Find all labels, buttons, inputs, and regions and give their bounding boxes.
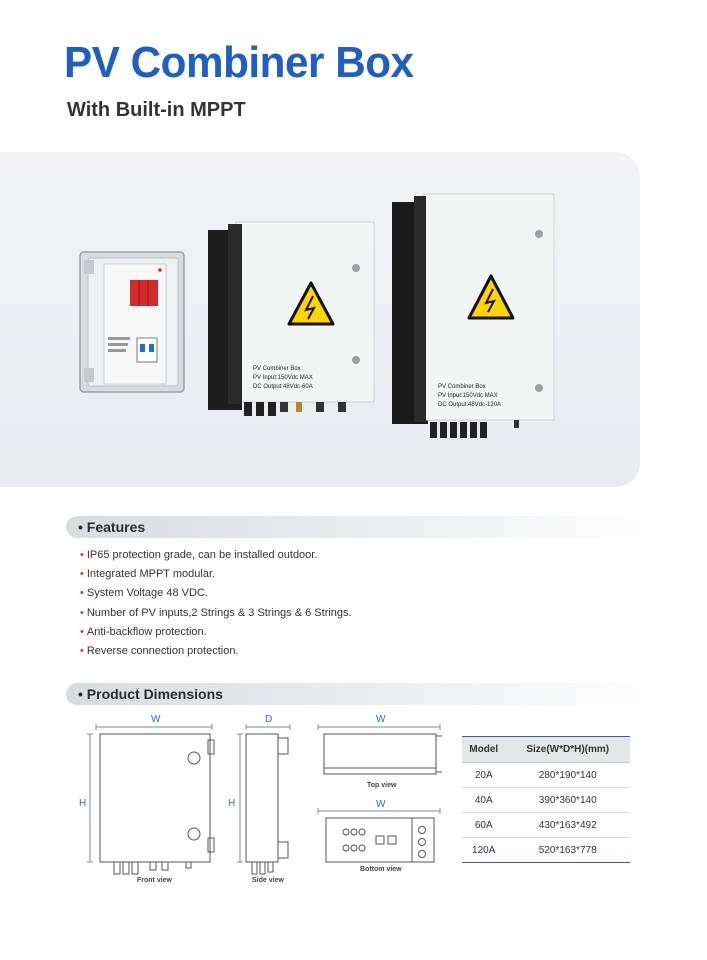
product-illustration: PV Combiner Box PV Input:150Vdc MAX DC O… xyxy=(79,193,555,438)
feature-item: •Anti-backflow protection. xyxy=(80,625,207,638)
medium-box-label-3: DC Output:48Vdc-60A xyxy=(253,384,313,390)
cell-size: 520*163*778 xyxy=(505,837,630,863)
feature-item: •IP65 protection grade, can be installed… xyxy=(80,549,318,561)
cell-model: 20A xyxy=(462,762,506,788)
medium-box-label-1: PV Combiner Box xyxy=(253,366,301,372)
front-view-drawing xyxy=(87,724,215,875)
side-view-label: Side view xyxy=(252,877,284,884)
feature-item: •System Voltage 48 VDC. xyxy=(80,587,208,600)
bottom-width-label: W xyxy=(376,799,386,810)
cell-model: 60A xyxy=(462,812,506,838)
cell-model: 120A xyxy=(462,837,506,863)
dimension-drawings xyxy=(87,724,442,875)
side-view-drawing xyxy=(237,724,291,875)
table-row: 120A 520*163*778 xyxy=(462,837,630,863)
table-row: 40A 390*360*140 xyxy=(462,787,630,813)
feature-item: •Integrated MPPT modular. xyxy=(80,568,216,581)
side-height-label: H xyxy=(228,798,236,809)
page-subtitle: With Built-in MPPT xyxy=(67,99,246,121)
hero-product-image: PV Combiner Box PV Input:150Vdc MAX DC O… xyxy=(0,152,640,487)
table-row: 20A 280*190*140 xyxy=(462,762,630,788)
cell-size: 430*163*492 xyxy=(505,812,630,838)
medium-box-label-2: PV Input:150Vdc MAX xyxy=(253,375,313,381)
page-title: PV Combiner Box xyxy=(64,38,414,87)
feature-item: •Number of PV inputs,2 Strings & 3 Strin… xyxy=(80,606,352,619)
features-heading: • Features xyxy=(78,519,146,535)
front-height-label: H xyxy=(79,798,87,809)
feature-item: •Reverse connection protection. xyxy=(80,644,239,657)
cell-model: 40A xyxy=(462,787,506,813)
top-view-label: Top view xyxy=(367,782,397,789)
small-combiner-box xyxy=(79,251,185,393)
large-box-label-2: PV Input:150Vdc MAX xyxy=(438,393,498,399)
table-row: 60A 430*163*492 xyxy=(462,812,630,838)
dimensions-table: Model Size(W*D*H)(mm) 20A 280*190*140 40… xyxy=(462,736,630,863)
column-header-size: Size(W*D*H)(mm) xyxy=(505,736,630,763)
large-combiner-box: PV Combiner Box PV Input:150Vdc MAX DC O… xyxy=(392,193,555,438)
front-view-label: Front view xyxy=(137,877,173,884)
features-list: •IP65 protection grade, can be installed… xyxy=(80,548,352,663)
top-view-drawing xyxy=(317,724,442,775)
large-box-label-3: DC Output:48Vdc-120A xyxy=(438,402,501,408)
bottom-view-label: Bottom view xyxy=(360,866,402,873)
cell-size: 280*190*140 xyxy=(505,762,630,788)
dimensions-heading: • Product Dimensions xyxy=(78,686,223,702)
column-header-model: Model xyxy=(462,736,506,763)
bottom-view-drawing xyxy=(317,808,441,863)
cell-size: 390*360*140 xyxy=(505,787,630,813)
top-width-label: W xyxy=(376,714,386,725)
table-header-row: Model Size(W*D*H)(mm) xyxy=(462,736,630,763)
medium-combiner-box: PV Combiner Box PV Input:150Vdc MAX DC O… xyxy=(208,221,375,416)
large-box-label-1: PV Combiner Box xyxy=(438,384,486,390)
features-heading-bar xyxy=(66,516,666,538)
side-depth-label: D xyxy=(265,714,273,725)
front-width-label: W xyxy=(151,714,161,725)
dimensions-heading-bar xyxy=(66,683,666,705)
